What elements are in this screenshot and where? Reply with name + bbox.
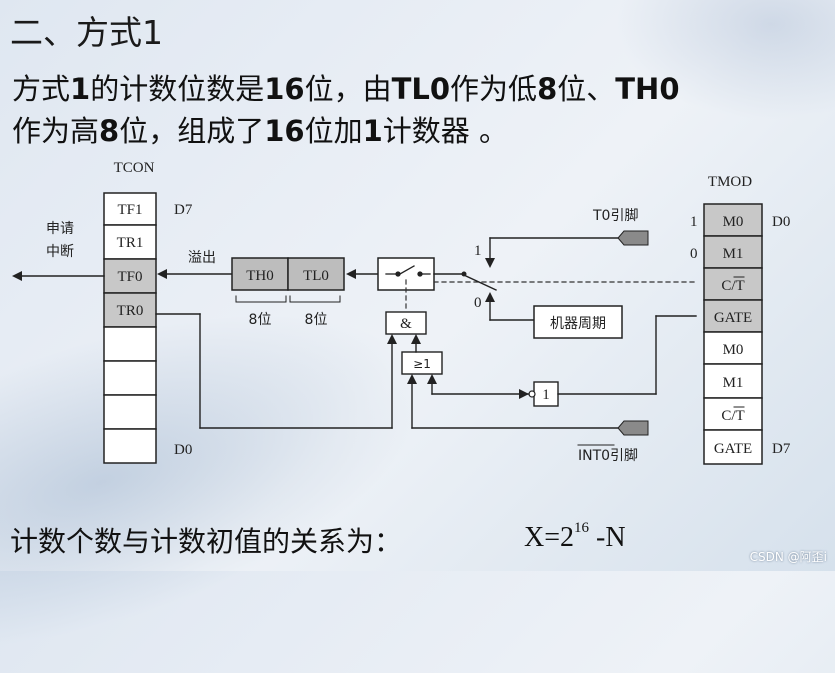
interrupt-label-1: 申请	[46, 221, 74, 237]
equation-base: X=2	[524, 522, 575, 553]
selector-arrow-up-icon	[485, 258, 495, 268]
equation-exponent: 16	[574, 519, 590, 536]
tmod-d0-label: D0	[772, 214, 790, 230]
tmod-cell-m1: M1	[723, 246, 744, 262]
bit-width-brackets	[235, 295, 341, 303]
tmod-cell-m0: M0	[723, 214, 744, 230]
background-swirl-top	[615, 0, 835, 120]
tl0-bits-label: 8位	[305, 312, 328, 328]
text-segment: 计数器 。	[382, 114, 508, 148]
not-or-arrow-icon	[427, 374, 437, 384]
text-segment: 1	[70, 72, 91, 106]
formula-equation: X=216 -N	[524, 519, 626, 554]
text-segment: 作为低	[450, 72, 538, 106]
text-segment: 位加	[304, 114, 363, 148]
gate-not-arrow-icon	[519, 389, 529, 399]
text-segment: 8	[99, 114, 120, 148]
tcon-cell-tf0: TF0	[117, 269, 142, 285]
interrupt-arrow-icon	[12, 271, 22, 281]
logic-wires	[155, 313, 697, 429]
text-segment: 方式	[12, 72, 71, 106]
tcon-cell-tr1: TR1	[117, 235, 144, 251]
text-segment: 位，由	[304, 72, 392, 106]
slide-heading: 二、方式1	[10, 13, 163, 52]
or-gate	[401, 351, 443, 375]
overflow-label: 溢出	[188, 250, 216, 266]
tmod-cell-gate-high: GATE	[714, 441, 752, 457]
text-segment: 1	[362, 114, 383, 148]
machine-cycle-label: 机器周期	[550, 316, 606, 332]
text-segment: TL0	[391, 72, 451, 106]
selector-zero-label: 0	[474, 295, 482, 311]
tmod-cell-ct: C/T	[721, 278, 744, 294]
selector-pivot	[461, 271, 467, 277]
text-segment: 作为高	[12, 114, 100, 148]
switch-contacts-icon	[385, 265, 431, 277]
text-segment: 位，组成了	[119, 114, 265, 148]
and-gate-label: &	[400, 316, 412, 332]
text-segment: 的计数位数是	[90, 72, 265, 106]
th0-register: TH0	[246, 268, 274, 284]
tmod-title: TMOD	[708, 174, 752, 190]
text-segment: 16	[264, 114, 305, 148]
not-gate-label: 1	[542, 387, 550, 403]
th0-bits-label: 8位	[249, 312, 272, 328]
overflow-arrow-icon	[157, 269, 167, 279]
mode-bit-zero: 0	[690, 246, 698, 262]
watermark: CSDN @阿歪i	[749, 550, 827, 564]
and-gate	[385, 311, 427, 335]
tcon-d7-label: D7	[174, 202, 193, 218]
text-segment: 位、	[557, 72, 616, 106]
tmod-cell-ct-high: C/T	[721, 408, 744, 424]
tcon-cell-tf1: TF1	[117, 202, 142, 218]
tcon-title: TCON	[114, 160, 155, 176]
text-segment: TH0	[615, 72, 680, 106]
timer-mode1-diagram: TCON TF1 TR1 TF0 TR0 D7 D0 申请 中断 溢出 TH0 …	[12, 160, 791, 465]
t0-pin-icon	[617, 230, 649, 246]
count-arrow-icon	[346, 269, 356, 279]
tl0-register: TL0	[303, 268, 329, 284]
not-gate-bubble	[528, 390, 536, 398]
equation-tail: -N	[589, 522, 626, 553]
tmod-cell-gate: GATE	[714, 310, 752, 326]
int0-pin-icon	[617, 420, 649, 436]
text-segment: 16	[264, 72, 305, 106]
selector-one-label: 1	[474, 243, 482, 259]
int0-or-arrow-icon	[407, 374, 417, 384]
selector-arrow-down-icon	[485, 292, 495, 302]
paragraph-line-1: 方式1的计数位数是16位，由TL0作为低8位、TH0	[12, 66, 680, 108]
machine-cycle-box	[533, 305, 623, 339]
tmod-register	[703, 203, 763, 465]
paragraph-line-2: 作为高8位，组成了16位加1计数器 。	[12, 108, 508, 150]
formula-caption: 计数个数与计数初值的关系为：	[10, 525, 403, 558]
tr0-and-arrow-icon	[387, 334, 397, 344]
or-and-arrow-icon	[411, 334, 421, 344]
tcon-register	[103, 192, 157, 464]
tmod-d7-label: D7	[772, 441, 791, 457]
tcon-cell-tr0: TR0	[117, 303, 144, 319]
tmod-cell-m0-high: M0	[723, 342, 744, 358]
int0-pin-label: INT0引脚	[578, 448, 638, 464]
tmod-cell-m1-high: M1	[723, 375, 744, 391]
counter-registers	[231, 257, 345, 291]
t0-pin-label: T0引脚	[592, 208, 638, 224]
tcon-d0-label: D0	[174, 442, 192, 458]
or-gate-label: ≥1	[413, 357, 431, 371]
interrupt-label-2: 中断	[46, 244, 74, 260]
selector-wires	[433, 237, 625, 321]
mode-bit-one: 1	[690, 214, 698, 230]
text-segment: 8	[537, 72, 558, 106]
